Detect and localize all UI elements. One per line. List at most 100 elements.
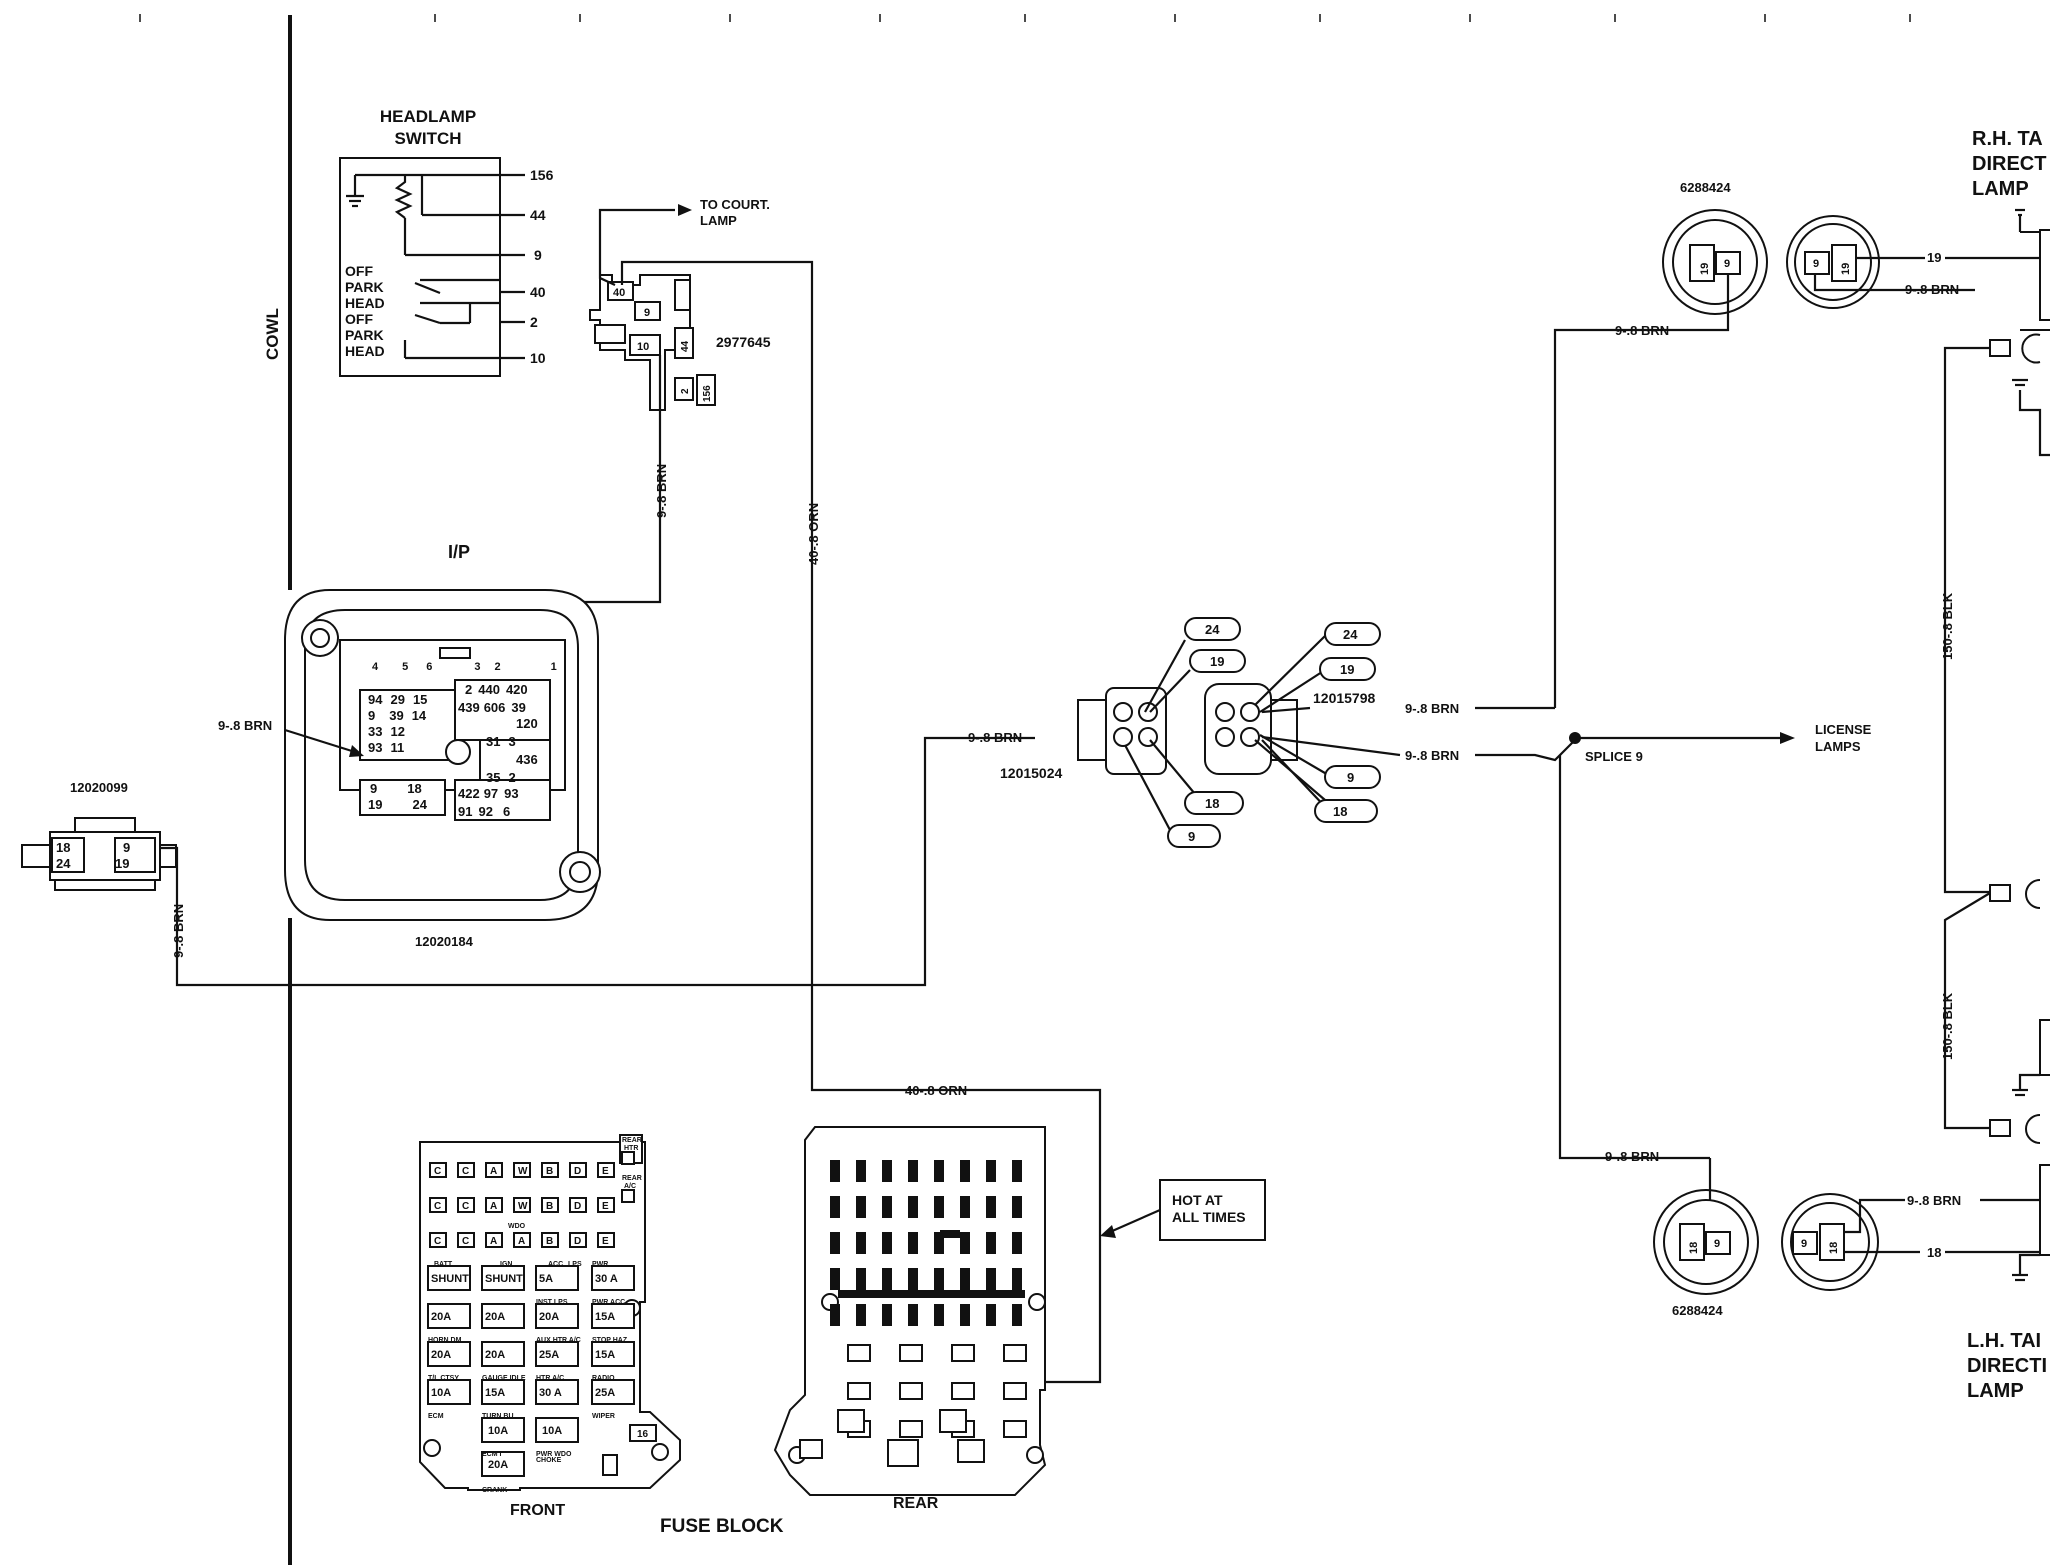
top-ruler-ticks: [139, 14, 1911, 22]
rear-fuse-cell: [951, 1344, 975, 1362]
front-grid-letter: W: [518, 1201, 528, 1212]
headlamp-switch: HEADLAMP SWITCH 156 44 9 40 2 10 OFF PA: [339, 107, 554, 377]
conn-b-pin-24: 24: [1343, 627, 1358, 642]
rear-fuse-slot: [934, 1304, 944, 1326]
rear-fuse-slot: [908, 1304, 918, 1326]
ip-label: I/P: [448, 542, 470, 562]
rear-fuse-slot: [960, 1196, 970, 1218]
rear-fuse-slot: [986, 1268, 996, 1290]
rear-fuse-slot: [830, 1268, 840, 1290]
front-fuse-value: 20A: [431, 1311, 451, 1323]
front-fuse-caption: INST LPS: [536, 1299, 568, 1306]
front-wdo: WDO: [508, 1223, 526, 1230]
to-court-lamp-2: LAMP: [700, 213, 737, 228]
rear-fuse-cell: [899, 1382, 923, 1400]
switch-connector: 40 9 10 44 2 156 2977645: [589, 274, 771, 411]
rear-fuse-cell: [899, 1344, 923, 1362]
front-fuse-value: 10A: [431, 1387, 451, 1399]
front-fuse-caption: PWR WDO: [536, 1451, 572, 1458]
front-fuse-value: SHUNT: [431, 1273, 469, 1285]
front-grid-letter: A: [490, 1201, 497, 1212]
rear-fuse-slot: [934, 1160, 944, 1182]
rear-fuse-slot: [934, 1268, 944, 1290]
left-pin-18: 18: [56, 840, 70, 855]
rear-fuse-slot: [908, 1160, 918, 1182]
switch-term-9: 9: [534, 247, 542, 263]
switch-mode-off-1: OFF: [345, 263, 373, 279]
rear-relay-socket: [957, 1439, 985, 1463]
sw-conn-pin-10: 10: [637, 341, 649, 353]
front-top-1: REAR: [622, 1137, 642, 1144]
front-grid-letter: W: [518, 1166, 528, 1177]
conn-a-pin-24: 24: [1205, 622, 1220, 637]
switch-term-10: 10: [530, 350, 546, 366]
fuse-func-lps: LPS: [568, 1261, 582, 1268]
fuse-func-batt: BATT: [434, 1261, 453, 1268]
front-fuse-caption: ECM I: [482, 1451, 502, 1458]
rear-bus-bar: [940, 1230, 960, 1238]
wire-to-court-lamp: [598, 208, 675, 286]
rear-relay-socket: [799, 1439, 823, 1459]
front-grid-letter: C: [434, 1236, 441, 1247]
rear-fuse-slot: [856, 1196, 866, 1218]
bulkhead-cells: [359, 679, 551, 821]
left-pin-24: 24: [56, 856, 71, 871]
switch-mode-park-2: PARK: [345, 327, 384, 343]
front-grid-letter: C: [462, 1236, 469, 1247]
front-grid-letter: D: [574, 1236, 581, 1247]
rh-150-blk: 150-.8 BLK: [1940, 592, 1955, 660]
rear-fuse-slot: [960, 1268, 970, 1290]
rh-socket-part: 6288424: [1680, 180, 1731, 195]
sw-conn-pin-2: 2: [680, 388, 691, 394]
lh-socket-b: 9 18: [1781, 1193, 1920, 1291]
front-fuse-value: 20A: [485, 1349, 505, 1361]
left-conn-part-number: 12020099: [70, 780, 128, 795]
front-fuse-caption: RADIO: [592, 1375, 615, 1382]
rear-fuse-slot: [1012, 1160, 1022, 1182]
rh-socket-a: 6288424 19 9: [1662, 180, 1768, 332]
conn-a-pin-9: 9: [1188, 829, 1195, 844]
rh-socket-pin-19: 19: [1699, 263, 1711, 275]
arrow-license: [1780, 732, 1795, 744]
fuse-func-pwr: PWR: [592, 1261, 608, 1268]
rear-fuse-slot: [882, 1268, 892, 1290]
front-fuse-caption: AUX HTR A/C: [536, 1337, 581, 1344]
rear-fuse-slot: [882, 1232, 892, 1254]
rear-fuse-slot: [986, 1196, 996, 1218]
rear-fuse-cell: [899, 1420, 923, 1438]
sw-conn-pin-156: 156: [702, 385, 713, 402]
front-fuse-caption: PWR ACC: [592, 1299, 625, 1306]
rear-fuse-slot: [856, 1232, 866, 1254]
rear-fuse-slot: [1012, 1304, 1022, 1326]
switch-mode-head-1: HEAD: [345, 295, 385, 311]
rear-fuse-slot: [908, 1196, 918, 1218]
lh-socket-b-pin-18: 18: [1828, 1242, 1840, 1254]
rear-fuse-slot: [934, 1232, 944, 1254]
front-fuse-caption: TURN BU: [482, 1413, 514, 1420]
sw-conn-pin-9: 9: [644, 307, 650, 319]
lh-lamp-3: LAMP: [1967, 1380, 2024, 1402]
bulkhead-wire-label: 9-.8 BRN: [218, 718, 272, 733]
front-grid-letter: B: [546, 1166, 553, 1177]
wire-9-brn-switch-label: 9-.8 BRN: [654, 464, 669, 518]
rear-relay-socket: [837, 1409, 865, 1433]
rear-bus-bar: [890, 1290, 930, 1298]
rear-fuse-cell: [1003, 1344, 1027, 1362]
sw-conn-pin-44: 44: [680, 340, 691, 352]
hot-at-all-times-1: HOT AT: [1172, 1192, 1223, 1208]
wire-to-lh: [1558, 755, 1710, 1160]
rear-fuse-slot: [986, 1232, 996, 1254]
rear-fuse-cell: [1003, 1382, 1027, 1400]
front-fuse-value: 5A: [539, 1273, 553, 1285]
lh-wire-18: 18: [1927, 1245, 1941, 1260]
front-top-2: HTR: [624, 1145, 638, 1152]
front-fuse-value: 30 A: [595, 1273, 618, 1285]
front-grid-letter: C: [434, 1166, 441, 1177]
bh-r3b: 120: [516, 716, 538, 731]
front-grid-letter: D: [574, 1201, 581, 1212]
